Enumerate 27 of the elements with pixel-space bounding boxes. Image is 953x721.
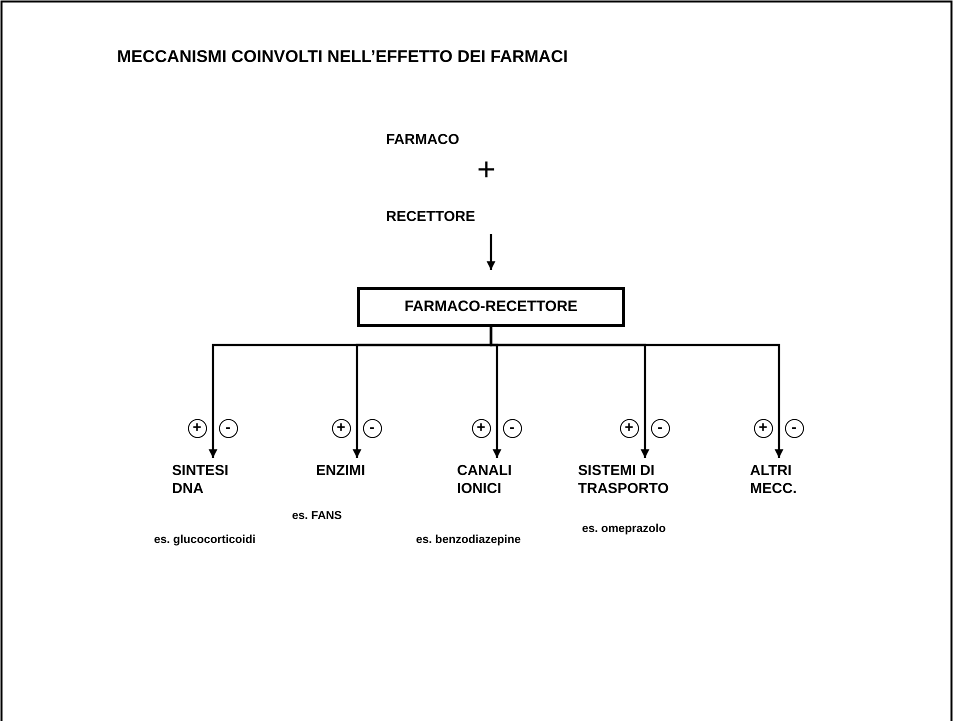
arrow	[208, 327, 492, 458]
node-label: SINTESI DNA	[172, 462, 230, 498]
example-note: es. omeprazolo	[582, 522, 667, 537]
node-label: RECETTORE	[386, 208, 476, 226]
circled-minus-sign: -	[784, 419, 804, 438]
arrow	[486, 234, 496, 270]
circled-plus-sign: +	[472, 419, 490, 438]
circled-minus-sign: -	[218, 419, 238, 438]
circled-minus-sign: -	[502, 419, 522, 438]
circled-minus-sign: -	[650, 419, 670, 438]
circled-plus-sign: +	[332, 419, 350, 438]
example-note: es. benzodiazepine	[416, 533, 522, 548]
circled-plus-sign: +	[754, 419, 772, 438]
node-label: FARMACO	[386, 131, 460, 149]
node-label: CANALI IONICI	[457, 462, 513, 498]
circled-plus-sign: +	[620, 419, 638, 438]
process-box	[357, 287, 625, 327]
plus-sign: +	[477, 153, 496, 185]
title: MECCANISMI COINVOLTI NELL’EFFETTO DEI FARMACI	[117, 47, 568, 67]
node-label: ALTRI MECC.	[750, 462, 798, 498]
circled-minus-sign: -	[362, 419, 382, 438]
node-label: ENZIMI	[316, 462, 366, 480]
node-label: SISTEMI DI TRASPORTO	[578, 462, 670, 498]
box-label: FARMACO-RECETTORE	[404, 298, 578, 316]
example-note: es. glucocorticoidi	[154, 533, 257, 548]
circled-plus-sign: +	[188, 419, 206, 438]
example-note: es. FANS	[292, 509, 343, 524]
